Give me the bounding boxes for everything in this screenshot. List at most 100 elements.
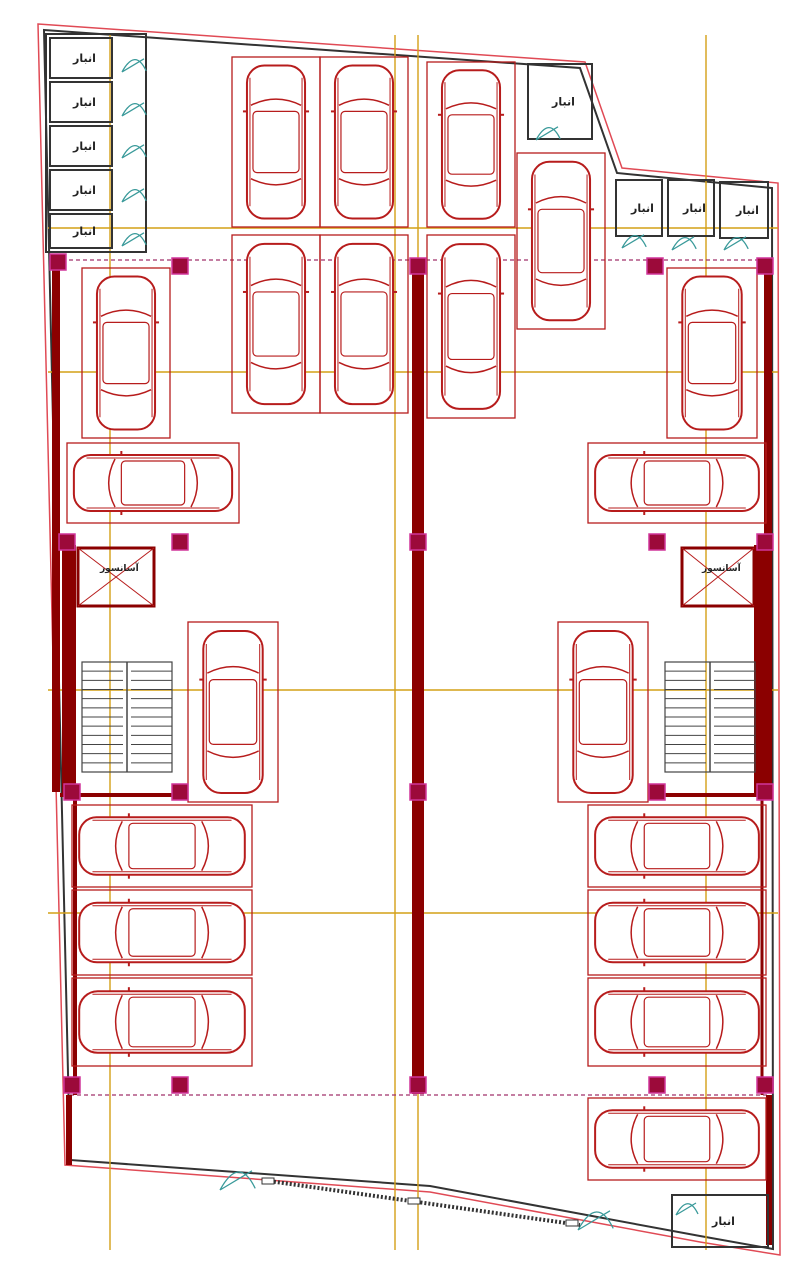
car-body xyxy=(95,275,157,431)
parking-spaces xyxy=(66,56,767,1181)
parking-space xyxy=(71,977,253,1067)
storage-room xyxy=(49,37,113,79)
car-body xyxy=(594,901,760,964)
column xyxy=(409,783,427,801)
elevator-shafts: آسانسور آسانسور xyxy=(76,546,756,608)
entrance-ramp xyxy=(261,1177,581,1227)
parking-space xyxy=(587,1097,767,1181)
column xyxy=(63,783,81,801)
car-body xyxy=(681,275,743,431)
car-body xyxy=(245,242,307,406)
column xyxy=(409,533,427,551)
parking-space xyxy=(319,56,409,228)
car-body xyxy=(440,243,502,410)
elevator-label: آسانسور xyxy=(99,562,140,574)
column xyxy=(171,533,189,551)
storage-label: انبار xyxy=(735,204,759,217)
storage-room xyxy=(671,1194,769,1248)
storage-label: انبار xyxy=(72,140,96,153)
parking-space xyxy=(231,234,321,414)
storage-rooms: انبار انبار انبار انبار انبار انبار انبار انبار… xyxy=(45,33,769,1248)
wall xyxy=(766,1095,772,1245)
gate-track xyxy=(261,1178,581,1227)
parking-space xyxy=(557,621,649,803)
door-swing xyxy=(121,102,147,117)
car-body xyxy=(594,1109,760,1169)
door-swing xyxy=(121,58,147,73)
car-body xyxy=(333,64,395,220)
parking-space xyxy=(71,889,253,976)
storage-room xyxy=(49,81,113,123)
column xyxy=(58,533,76,551)
parking-space xyxy=(516,152,606,330)
door-swing xyxy=(723,236,749,251)
column xyxy=(49,253,67,271)
parking-space xyxy=(231,56,321,228)
car-body xyxy=(594,816,760,876)
staircase xyxy=(81,661,173,773)
storage-room xyxy=(667,179,715,237)
wall xyxy=(52,262,60,792)
car-body xyxy=(202,630,264,794)
elevator-shaft: آسانسور xyxy=(680,546,756,608)
staircase xyxy=(664,661,756,773)
storage-label: انبار xyxy=(72,184,96,197)
storage-room xyxy=(49,125,113,167)
storage-label: انبار xyxy=(72,96,96,109)
door-swing xyxy=(219,1170,256,1191)
parking-space xyxy=(587,889,767,976)
car-body xyxy=(440,69,502,220)
column xyxy=(409,1076,427,1094)
column xyxy=(646,257,664,275)
door-swing xyxy=(121,144,147,159)
door-swing xyxy=(671,236,697,251)
car-body xyxy=(530,160,592,322)
wall xyxy=(66,1095,72,1165)
wall xyxy=(754,545,766,797)
column xyxy=(648,1076,666,1094)
car-body xyxy=(245,64,307,220)
elevator-label: آسانسور xyxy=(701,562,742,574)
car-body xyxy=(78,816,246,876)
storage-label: انبار xyxy=(72,225,96,238)
column xyxy=(63,1076,81,1094)
parking-space xyxy=(319,234,409,414)
parking-space xyxy=(81,267,171,439)
parking-space xyxy=(71,804,253,888)
parking-space xyxy=(587,804,767,888)
parking-space xyxy=(666,267,758,439)
column xyxy=(648,783,666,801)
car-body xyxy=(594,454,760,512)
door-swing xyxy=(535,126,561,141)
storage-label: انبار xyxy=(711,1215,735,1228)
storage-label: انبار xyxy=(551,96,575,109)
column xyxy=(756,783,774,801)
wall xyxy=(62,545,76,795)
column xyxy=(648,533,666,551)
storage-room xyxy=(527,63,593,140)
storage-block xyxy=(45,33,147,253)
car-body xyxy=(594,990,760,1054)
storage-label: انبار xyxy=(630,202,654,215)
structural-columns xyxy=(49,253,774,1094)
car-body xyxy=(333,242,395,406)
parking-space xyxy=(426,234,516,419)
door-swing xyxy=(577,1210,614,1231)
car-body xyxy=(72,454,234,512)
column xyxy=(171,783,189,801)
door-swing xyxy=(621,234,647,249)
storage-label: انبار xyxy=(682,202,706,215)
storage-room xyxy=(49,169,113,211)
storage-room xyxy=(49,213,113,249)
column xyxy=(756,257,774,275)
stairs xyxy=(81,661,756,773)
column xyxy=(756,1076,774,1094)
column xyxy=(756,533,774,551)
door-swing xyxy=(121,232,147,247)
door-swing xyxy=(121,188,147,203)
parking-space xyxy=(587,977,767,1067)
parking-space xyxy=(426,61,516,228)
site-boundary xyxy=(37,23,781,1256)
wall xyxy=(764,262,772,794)
